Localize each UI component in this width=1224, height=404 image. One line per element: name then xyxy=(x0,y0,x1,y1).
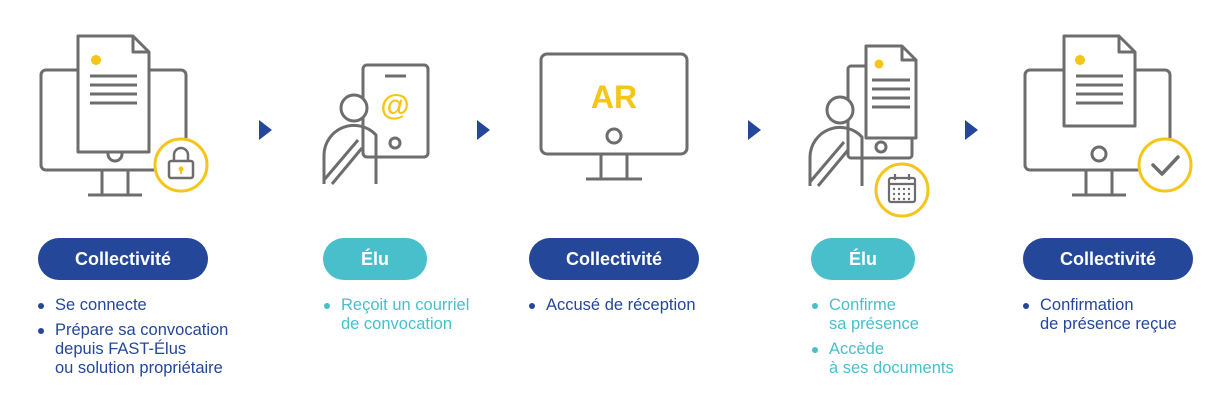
list-item: Accède à ses documents xyxy=(811,340,1011,378)
ar-label: AR xyxy=(591,79,637,115)
step-items: Reçoit un courriel de convocation xyxy=(323,296,523,340)
list-item: Prépare sa convocation depuis FAST-Élus … xyxy=(37,321,267,378)
list-item: Se connecte xyxy=(37,296,267,315)
step-items: Confirme sa présence Accède à ses docume… xyxy=(811,296,1011,384)
actor-pill: Collectivité xyxy=(38,238,208,280)
person-tablet-email-icon: @ xyxy=(322,63,430,185)
actor-pill: Collectivité xyxy=(1023,238,1193,280)
arrow-right-icon xyxy=(259,120,272,140)
svg-text:@: @ xyxy=(380,89,409,122)
actor-pill: Élu xyxy=(323,238,427,280)
list-item: Confirme sa présence xyxy=(811,296,1011,334)
step-items: Confirmation de présence reçue xyxy=(1022,296,1217,340)
actor-pill: Élu xyxy=(811,238,915,280)
monitor-document-lock-icon xyxy=(39,34,209,197)
list-item: Confirmation de présence reçue xyxy=(1022,296,1217,334)
arrow-right-icon xyxy=(965,120,978,140)
step-items: Se connecte Prépare sa convocation depui… xyxy=(37,296,267,384)
actor-pill: Collectivité xyxy=(529,238,699,280)
arrow-right-icon xyxy=(748,120,761,140)
list-item: Accusé de réception xyxy=(528,296,748,315)
step-items: Accusé de réception xyxy=(528,296,748,321)
list-item: Reçoit un courriel de convocation xyxy=(323,296,523,334)
monitor-ar-icon: AR xyxy=(539,52,689,181)
person-document-calendar-icon xyxy=(808,44,930,218)
arrow-right-icon xyxy=(477,120,490,140)
monitor-document-check-icon xyxy=(1023,34,1193,197)
